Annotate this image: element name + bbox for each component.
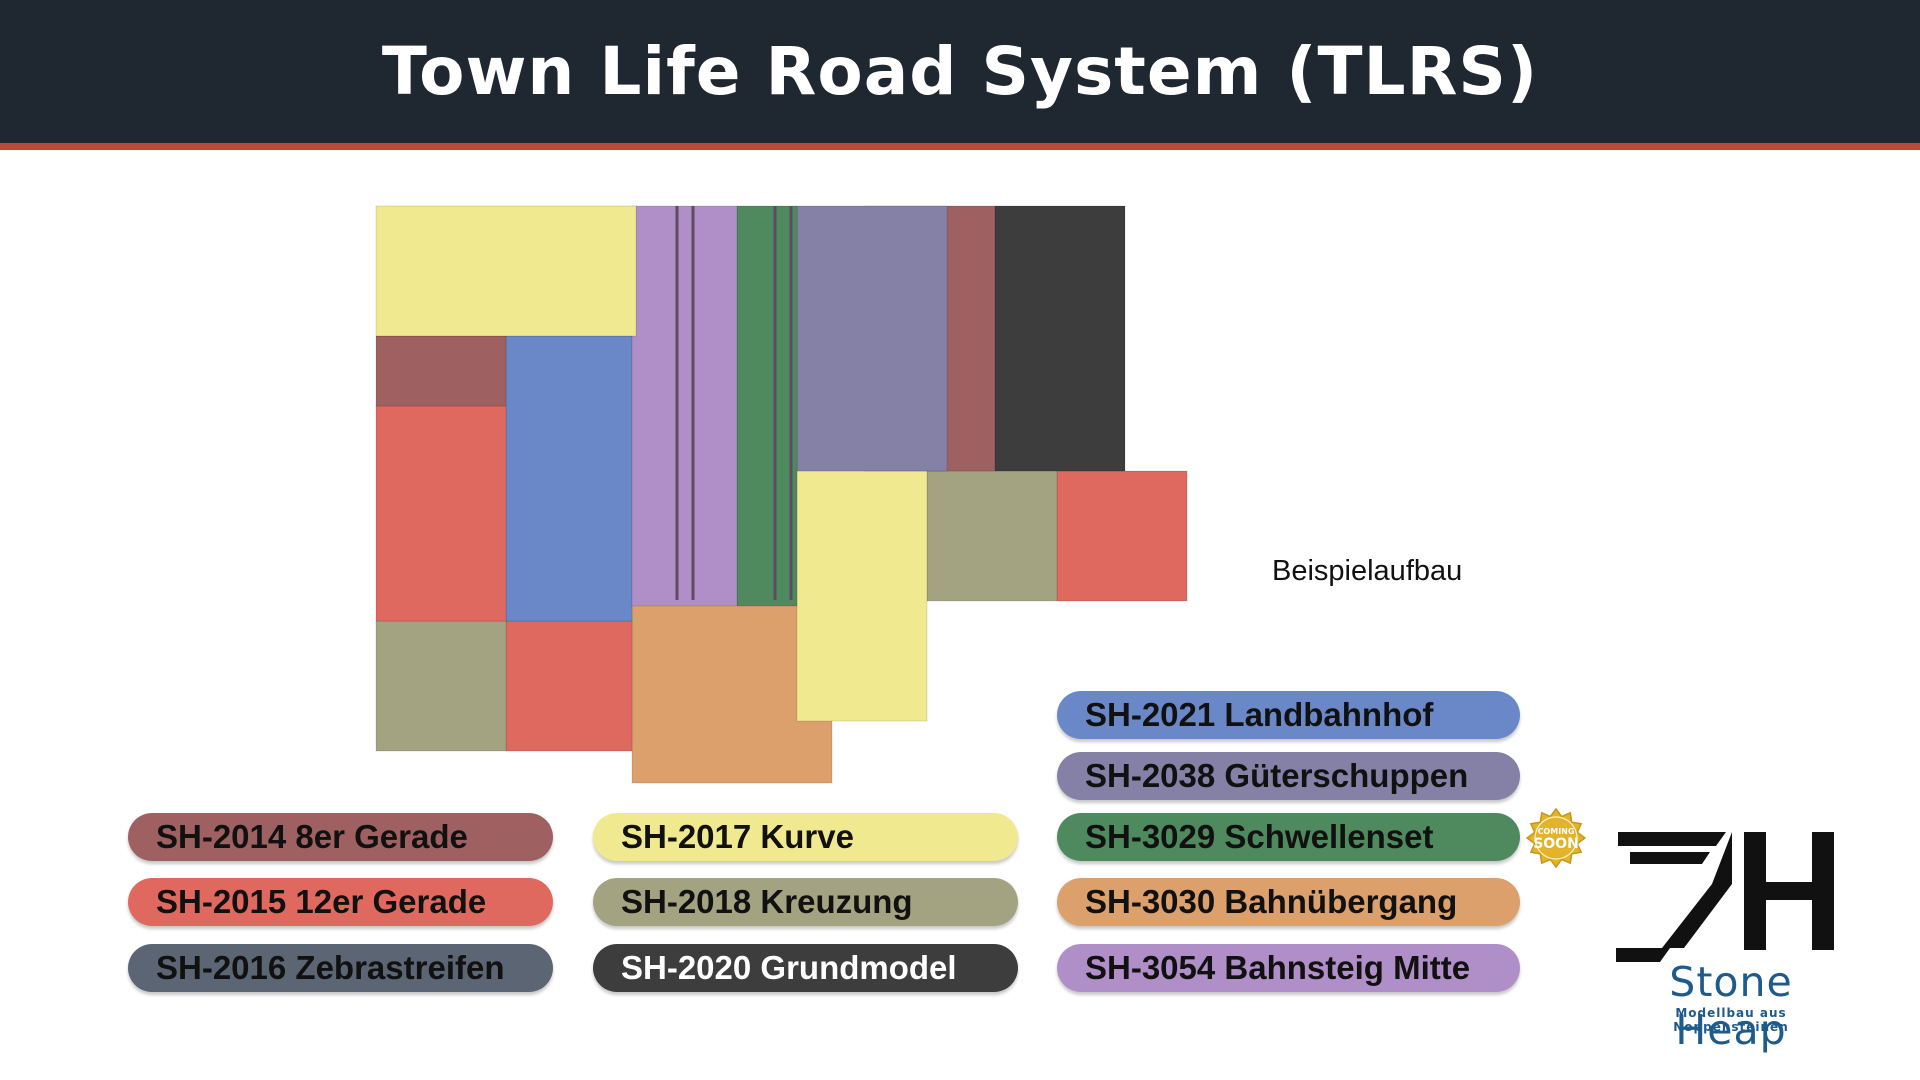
layout-tile-sh-2018 — [375, 620, 507, 752]
layout-tile-sh-2017 — [375, 205, 637, 337]
legend-item-label: SH-2016 Zebrastreifen — [156, 949, 505, 986]
layout-tile-sh-2020 — [994, 205, 1126, 472]
legend-item-sh-2017: SH-2017 Kurve — [593, 813, 1018, 861]
legend-item-label: SH-2038 Güterschuppen — [1085, 757, 1469, 794]
layout-tile-sh-2018 — [926, 470, 1058, 602]
legend-item-sh-2018: SH-2018 Kreuzung — [593, 878, 1018, 926]
example-layout-map — [375, 205, 1188, 784]
layout-tile-sh-2014 — [375, 335, 507, 407]
legend-item-label: SH-2021 Landbahnhof — [1085, 696, 1434, 733]
badge-line2: SOON — [1533, 836, 1579, 852]
header-bar: Town Life Road System (TLRS) — [0, 0, 1920, 150]
layout-tile-sh-2015 — [505, 620, 633, 752]
legend-item-label: SH-3029 Schwellenset — [1085, 818, 1434, 855]
layout-tile-sh-2021 — [505, 335, 633, 622]
layout-tile-sh-2038 — [796, 205, 948, 472]
legend-item-sh-3054: SH-3054 Bahnsteig Mitte — [1057, 944, 1520, 992]
coming-soon-badge: COMING SOON — [1525, 807, 1587, 869]
legend-item-sh-3029: SH-3029 Schwellenset — [1057, 813, 1520, 861]
page-title: Town Life Road System (TLRS) — [381, 33, 1539, 110]
legend-item-sh-2020: SH-2020 Grundmodel — [593, 944, 1018, 992]
layout-tile-sh-2015 — [375, 405, 507, 622]
legend-item-label: SH-2020 Grundmodel — [621, 949, 957, 986]
stone-heap-logo-mark — [1616, 832, 1834, 962]
legend-item-label: SH-2015 12er Gerade — [156, 883, 487, 920]
logo-tagline: Modellbau aus Noppensteinen — [1673, 1006, 1789, 1034]
legend-item-label: SH-2014 8er Gerade — [156, 818, 468, 855]
legend-item-label: SH-2017 Kurve — [621, 818, 854, 855]
legend-item-sh-2014: SH-2014 8er Gerade — [128, 813, 553, 861]
legend-item-label: SH-3030 Bahnübergang — [1085, 883, 1458, 920]
legend-item-sh-2015: SH-2015 12er Gerade — [128, 878, 553, 926]
track-lines — [675, 206, 793, 600]
legend-item-label: SH-3054 Bahnsteig Mitte — [1085, 949, 1471, 986]
legend-item-label: SH-2018 Kreuzung — [621, 883, 913, 920]
legend-item-sh-2016: SH-2016 Zebrastreifen — [128, 944, 553, 992]
layout-caption: Beispielaufbau — [1272, 555, 1463, 587]
layout-tile-sh-2017 — [796, 470, 928, 722]
layout-tile-sh-2015 — [1056, 470, 1188, 602]
layout-tile-sh-3029 — [736, 205, 798, 607]
layout-tile-sh-3054 — [631, 205, 738, 607]
badge-line1: COMING — [1538, 827, 1575, 836]
legend-item-sh-2021: SH-2021 Landbahnhof — [1057, 691, 1520, 739]
legend-item-sh-2038: SH-2038 Güterschuppen — [1057, 752, 1520, 800]
logo-name: Stone Heap — [1669, 958, 1793, 1054]
legend-item-sh-3030: SH-3030 Bahnübergang — [1057, 878, 1520, 926]
